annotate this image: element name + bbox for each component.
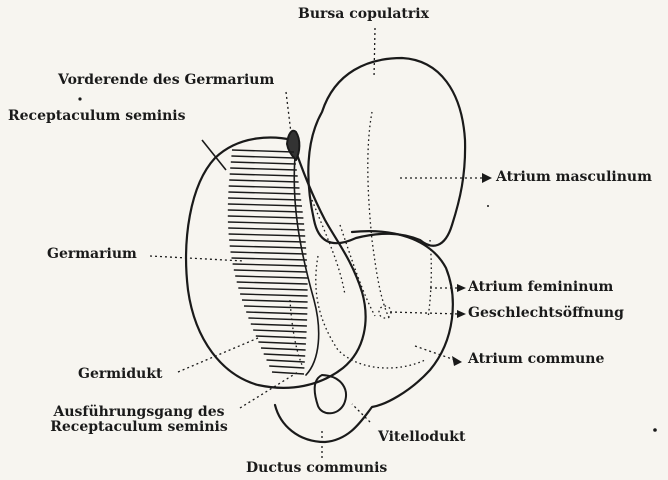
germarium-striation	[231, 252, 307, 254]
germarium-striation	[231, 162, 296, 164]
leader-atrium-commune	[415, 346, 455, 360]
arrow-atrium-masculinum	[482, 173, 492, 183]
germarium-striation	[234, 270, 307, 272]
germarium-striation	[228, 198, 301, 200]
germarium-striation	[240, 294, 308, 296]
label-ausfuehrungsgang-line2: Receptaculum seminis	[44, 420, 234, 435]
germarium-striation	[228, 192, 300, 194]
germarium-striation	[228, 228, 305, 230]
label-atrium-femininum: Atrium femininum	[468, 280, 613, 295]
germarium-striation	[230, 174, 298, 176]
label-atrium-masculinum: Atrium masculinum	[496, 170, 652, 185]
germarium-striation	[246, 312, 307, 314]
label-vorderende-des-germarium: Vorderende des Germarium	[58, 73, 274, 88]
label-ductus-communis: Ductus communis	[246, 461, 387, 476]
germarium-striation	[253, 330, 306, 332]
germarium-striation	[269, 366, 304, 368]
germarium-striation	[229, 234, 306, 236]
germarium-striation	[229, 240, 306, 242]
germarium-striation	[256, 336, 306, 338]
germarium-striation	[229, 180, 298, 182]
label-ausfuehrungsgang-line1: Ausführungsgang des	[44, 405, 234, 420]
germidukt-dotted	[312, 200, 345, 295]
germarium-striation	[251, 324, 307, 326]
arrow-atrium-femininum	[457, 284, 466, 292]
arrow-atrium-commune	[452, 356, 462, 366]
leader-geschlechtsoeffnung	[390, 312, 460, 314]
germarium-striation	[238, 288, 307, 290]
germarium-striation	[242, 300, 308, 302]
germarium-striation	[228, 204, 302, 206]
germarium-striation	[258, 342, 306, 344]
leader-germidukt	[178, 338, 258, 372]
germarium-striation	[229, 186, 300, 188]
atrium-commune-dotted	[316, 256, 425, 368]
germarium-striation	[235, 276, 307, 278]
label-germarium: Germarium	[47, 247, 137, 262]
label-ausfuehrungsgang: Ausführungsgang des Receptaculum seminis	[44, 405, 234, 435]
leader-vorderende	[286, 92, 291, 133]
germarium-striation	[228, 222, 304, 224]
germarium-striation	[261, 348, 306, 350]
leader-bursa	[374, 28, 375, 78]
atrium-femininum-dotted	[428, 240, 431, 318]
germarium-striation	[232, 150, 294, 152]
atrium-masculinum-dotted	[368, 112, 390, 320]
germarium-striation	[248, 318, 307, 320]
germarium-striation	[228, 216, 304, 218]
germarium-striation	[232, 258, 307, 260]
germarium-striations	[228, 150, 308, 374]
label-receptaculum-seminis: Receptaculum seminis	[8, 109, 186, 124]
label-atrium-commune: Atrium commune	[468, 352, 604, 367]
germarium-striation	[272, 372, 304, 374]
leader-ausfuehrungsgang	[240, 372, 298, 408]
leader-receptaculum	[202, 140, 226, 170]
germarium-striation	[230, 246, 306, 248]
bursa-copulatrix-outline	[308, 58, 465, 246]
leader-germarium	[150, 256, 244, 261]
germarium-striation	[228, 210, 303, 212]
germarium-striation	[233, 264, 308, 266]
label-geschlechtsoeffnung: Geschlechtsöffnung	[468, 306, 624, 321]
label-germidukt: Germidukt	[78, 367, 163, 382]
label-bursa-copulatrix: Bursa copulatrix	[298, 7, 429, 22]
label-vitellodukt: Vitellodukt	[378, 430, 465, 445]
vorderende-tip	[287, 131, 299, 160]
germarium-striation	[237, 282, 308, 284]
germarium-striation	[267, 360, 305, 362]
arrow-geschlechtsoeffnung	[457, 310, 466, 318]
geschlechtsoeffnung-ring	[379, 306, 391, 318]
germarium-striation	[244, 306, 308, 308]
germarium-striation	[230, 168, 297, 170]
germarium-striation	[231, 156, 295, 158]
